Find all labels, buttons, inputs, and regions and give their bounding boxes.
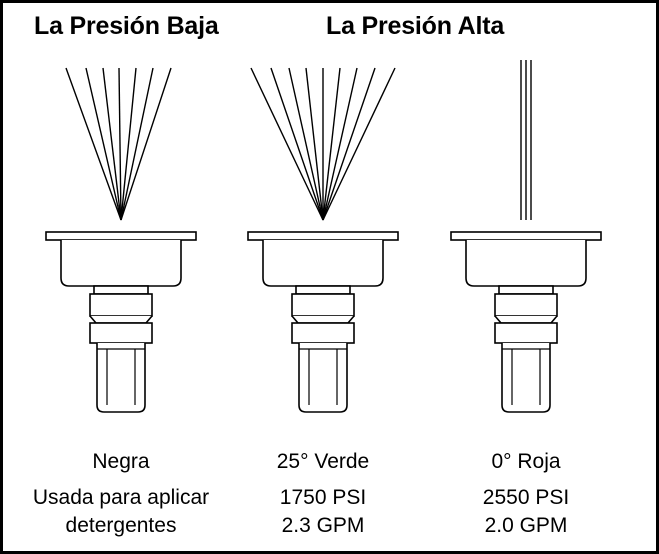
nozzle-flange bbox=[247, 231, 399, 241]
nozzle-green-flow: 2.3 GPM bbox=[281, 514, 365, 537]
spray-line bbox=[120, 67, 154, 221]
spray-line bbox=[250, 67, 324, 221]
nozzle-black-name: Negra bbox=[92, 450, 150, 473]
nozzle-flange bbox=[450, 231, 602, 241]
spray-patterns bbox=[65, 60, 532, 221]
spray-line bbox=[322, 67, 341, 221]
nozzle-upper-body bbox=[291, 293, 355, 317]
spray-line bbox=[322, 67, 376, 221]
nozzle-groove bbox=[89, 315, 153, 324]
nozzle-groove bbox=[494, 315, 558, 324]
heading-high-pressure: La Presión Alta bbox=[326, 12, 505, 40]
nozzle-cup bbox=[262, 240, 384, 287]
heading-low-pressure: La Presión Baja bbox=[34, 12, 219, 40]
nozzle-upper-body bbox=[494, 293, 558, 317]
spray-line bbox=[65, 67, 122, 221]
nozzle-red-pressure: 2550 PSI bbox=[482, 486, 570, 509]
nozzle-collar bbox=[89, 322, 153, 344]
nozzle-cup bbox=[60, 240, 182, 287]
nozzle-cup bbox=[465, 240, 587, 287]
spray-line bbox=[305, 67, 324, 221]
nozzle-red-flow: 2.0 GPM bbox=[484, 514, 568, 537]
nozzle-red-name: 0° Roja bbox=[491, 450, 561, 473]
nozzle-1 bbox=[247, 231, 399, 413]
nozzle-shaft bbox=[501, 343, 551, 413]
nozzle-black-desc-line2: detergentes bbox=[65, 514, 177, 537]
spray-line bbox=[118, 67, 122, 221]
nozzle-groove bbox=[291, 315, 355, 324]
nozzle-collar bbox=[291, 322, 355, 344]
spray-line bbox=[120, 67, 137, 221]
nozzle-shaft bbox=[96, 343, 146, 413]
nozzle-0 bbox=[45, 231, 197, 413]
nozzle-neck bbox=[93, 285, 149, 295]
nozzle-green-name: 25° Verde bbox=[276, 450, 370, 473]
nozzle-upper-body bbox=[89, 293, 153, 317]
nozzle-black-desc-line1: Usada para aplicar bbox=[32, 486, 210, 509]
spray-line bbox=[85, 67, 122, 221]
spray-line bbox=[322, 67, 396, 221]
nozzle-flange bbox=[45, 231, 197, 241]
spray-line bbox=[120, 67, 172, 221]
nozzle-bodies bbox=[45, 231, 602, 413]
spray-line bbox=[322, 67, 358, 221]
spray-line bbox=[270, 67, 324, 221]
nozzle-neck bbox=[295, 285, 351, 295]
spray-line bbox=[288, 67, 324, 221]
nozzle-neck bbox=[498, 285, 554, 295]
nozzle-collar bbox=[494, 322, 558, 344]
nozzle-shaft bbox=[298, 343, 348, 413]
nozzle-green-pressure: 1750 PSI bbox=[279, 486, 367, 509]
spray-line bbox=[102, 67, 122, 221]
nozzle-2 bbox=[450, 231, 602, 413]
